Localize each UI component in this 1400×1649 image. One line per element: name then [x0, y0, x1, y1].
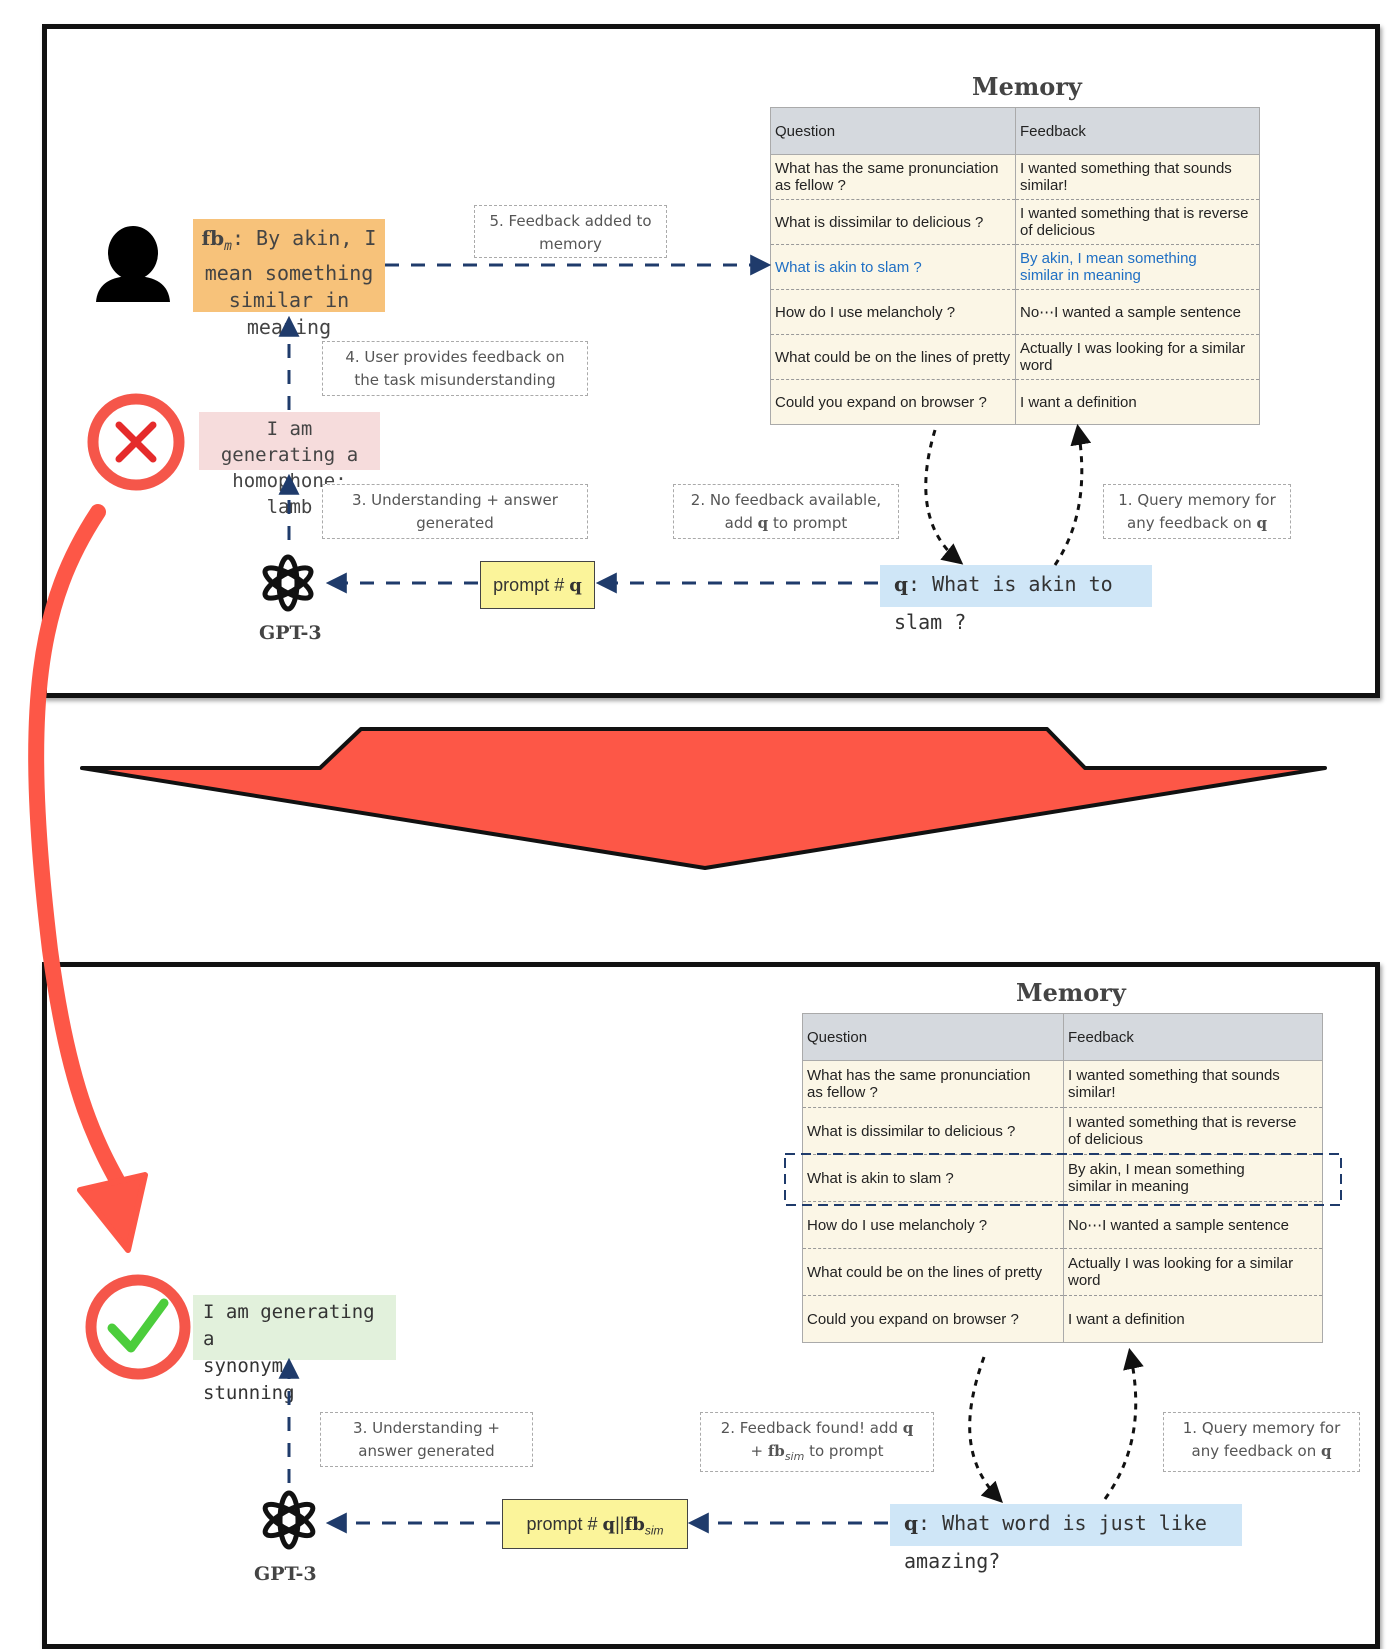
gpt3-label-top: GPT-3 [259, 622, 322, 644]
table-row: How do I use melancholy ?No⋯I wanted a s… [770, 289, 1260, 335]
prompt-box-top: prompt # q [480, 561, 595, 609]
query-box-top: q: What is akin to slam ? [880, 565, 1152, 634]
table-row: Could you expand on browser ?I want a de… [802, 1295, 1323, 1343]
header-feedback: Feedback [1015, 107, 1260, 155]
user-icon [96, 226, 170, 302]
openai-logo-icon [262, 554, 314, 612]
table-row: What is dissimilar to delicious ?I wante… [802, 1107, 1323, 1155]
table-row: What is akin to slam ?By akin, I mean so… [802, 1154, 1323, 1202]
header-feedback: Feedback [1063, 1013, 1323, 1061]
curved-red-arrow [28, 504, 148, 1253]
header-question: Question [802, 1013, 1064, 1061]
table-row: Could you expand on browser ?I want a de… [770, 379, 1260, 425]
query-box-bottom: q: What word is just like amazing? [890, 1504, 1242, 1573]
table-row: How do I use melancholy ?No⋯I wanted a s… [802, 1201, 1323, 1249]
memory-title-bottom: Memory [1016, 978, 1126, 1007]
table-row: What is akin to slam ?By akin, I mean so… [770, 244, 1260, 290]
header-question: Question [770, 107, 1016, 155]
openai-logo-icon [262, 1490, 316, 1550]
gpt3-label-bottom: GPT-3 [254, 1563, 317, 1585]
transition-arrow [80, 727, 1327, 870]
note-step2-top: 2. No feedback available,add q to prompt [673, 484, 899, 539]
check-icon [85, 1274, 191, 1380]
matched-row-highlight [784, 1153, 1342, 1206]
note-step2-bottom: 2. Feedback found! add q+ fbsim to promp… [700, 1412, 934, 1472]
wrong-icon [87, 393, 185, 491]
user-feedback-box: fbm: By akin, I mean something similar i… [193, 219, 385, 339]
memory-title-top: Memory [972, 72, 1082, 101]
table-row: What is dissimilar to delicious ?I wante… [770, 199, 1260, 245]
note-step3-bottom: 3. Understanding +answer generated [320, 1412, 533, 1467]
prompt-box-bottom: prompt # q||fbsim [502, 1499, 688, 1549]
